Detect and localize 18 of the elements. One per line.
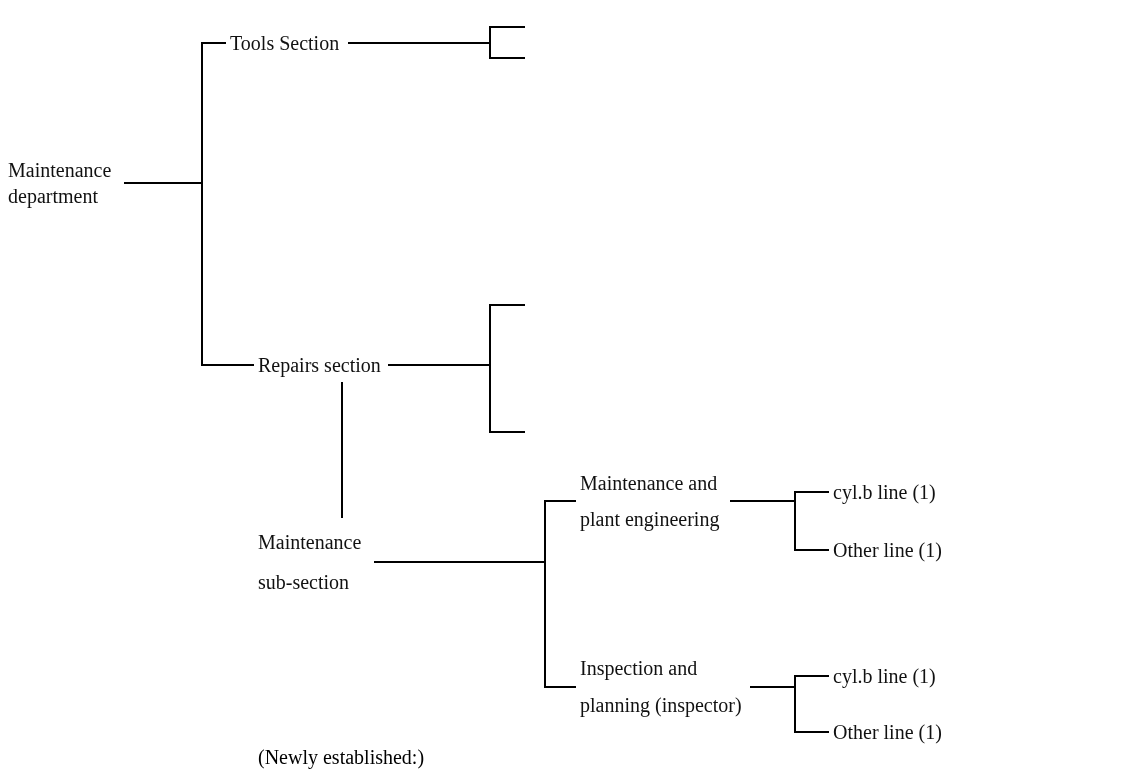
org-unit-label: Tools Section: [230, 28, 344, 58]
org-unit-label: Repairs section: [258, 350, 384, 380]
org-unit-label: Maintenance sub-section: [258, 522, 370, 602]
connector-line: [347, 42, 526, 59]
org-unit-label: cyl.b line (1): [833, 662, 963, 690]
connector-line: [749, 686, 830, 733]
connector-line: [387, 364, 526, 433]
connector-line: [341, 381, 343, 519]
connector-line: [373, 561, 577, 688]
connector-line: [123, 182, 255, 366]
org-unit-label: Other line (1): [833, 718, 963, 746]
connector-line: [729, 500, 830, 551]
org-unit-label: Other line (1): [833, 536, 963, 564]
org-unit-label: Maintenance and plant engineering: [580, 465, 726, 537]
note-text: (Newly established:): [258, 745, 425, 771]
org-unit-label: Inspection and planning (inspector): [580, 650, 746, 724]
org-unit-label: Maintenance department: [8, 156, 120, 210]
org-unit-label: cyl.b line (1): [833, 478, 963, 506]
